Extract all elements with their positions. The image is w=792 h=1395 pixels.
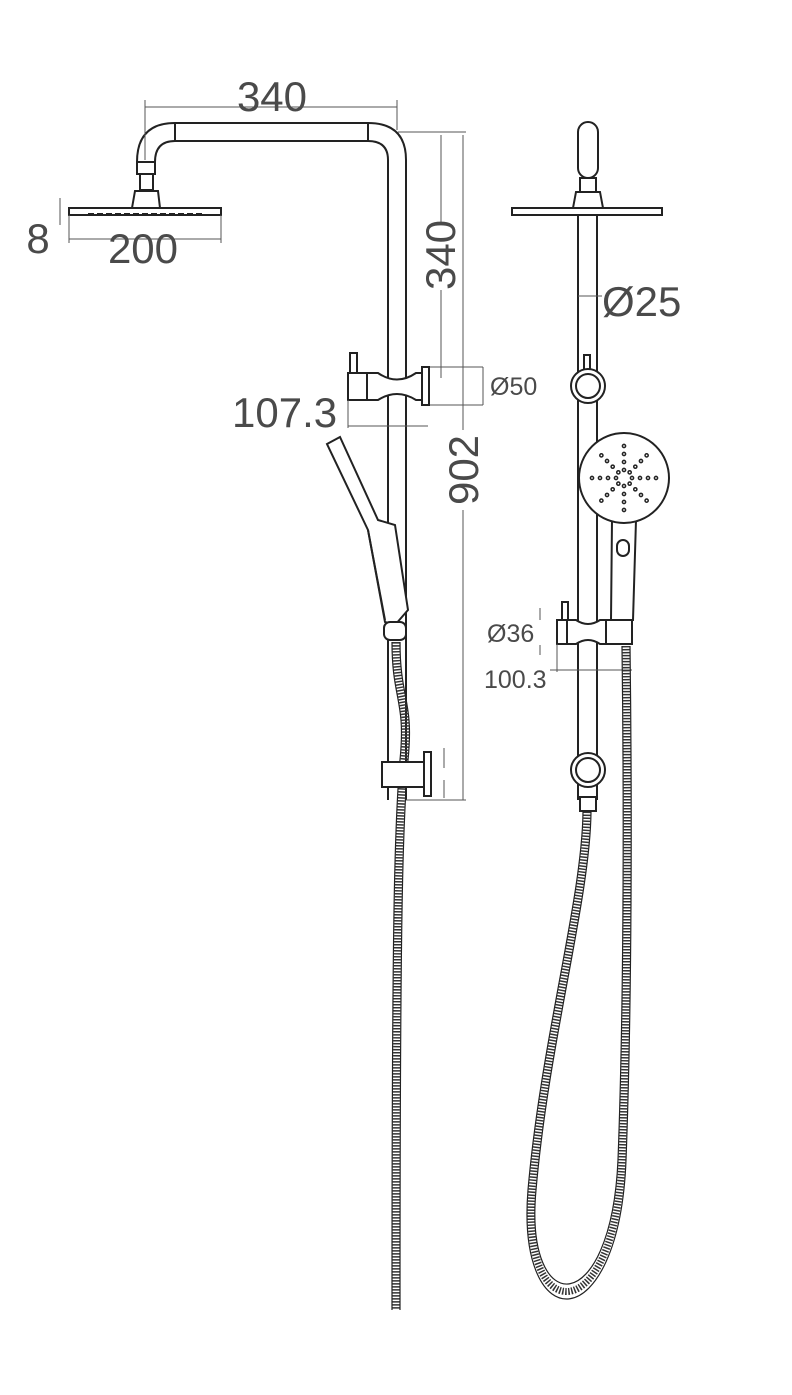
hand-shower-holder <box>556 619 633 645</box>
nozzle <box>621 491 627 497</box>
nozzle <box>604 458 610 464</box>
hose-front <box>527 645 631 1295</box>
nozzle <box>615 481 621 487</box>
hose-connector <box>579 796 597 812</box>
nozzle <box>632 464 638 470</box>
nozzle <box>613 475 619 481</box>
nozzle <box>589 475 595 481</box>
nozzle <box>621 459 627 465</box>
nozzle <box>632 486 638 492</box>
nozzle <box>621 499 627 505</box>
hand-shower-head <box>578 432 670 524</box>
arm-connector <box>136 161 156 175</box>
upper-bracket <box>347 372 429 401</box>
lower-bracket <box>381 761 427 788</box>
nozzle <box>610 464 616 470</box>
head-base <box>130 190 162 209</box>
nozzle <box>597 475 603 481</box>
hand-shower-handle <box>609 519 638 621</box>
nozzle <box>627 481 633 487</box>
dim-bracket-diameter: Ø50 <box>490 373 537 401</box>
dim-arm-length: 340 <box>237 73 307 120</box>
arm-top-front <box>577 121 599 179</box>
dim-head-width: 200 <box>108 225 178 272</box>
dim-holder-projection: 100.3 <box>484 666 547 694</box>
nozzle <box>610 486 616 492</box>
nozzle <box>637 475 643 481</box>
shower-head-front <box>511 207 663 216</box>
dim-rail-diameter: Ø25 <box>602 278 681 325</box>
dim-bracket-projection: 107.3 <box>232 389 337 436</box>
side-view: 340 8 200 340 902 Ø50 107.3 <box>26 73 537 1311</box>
nozzle <box>621 451 627 457</box>
nozzle <box>621 443 627 449</box>
nozzle <box>644 498 649 503</box>
wall-disc-lower <box>423 751 432 797</box>
nozzle <box>653 475 659 481</box>
spray-nozzles <box>589 443 659 513</box>
hose-side <box>392 641 409 1311</box>
nozzle <box>621 483 627 489</box>
nozzle <box>621 467 627 473</box>
nozzle <box>605 475 611 481</box>
dim-head-thickness: 8 <box>26 215 49 262</box>
dim-rail-height: 902 <box>440 435 487 505</box>
nozzle <box>615 469 621 475</box>
nozzle <box>599 453 604 458</box>
front-view: Ø25 Ø36 100.3 <box>484 121 681 1300</box>
nozzle <box>599 498 604 503</box>
dim-holder-diameter: Ø36 <box>487 620 534 648</box>
wall-disc-upper <box>421 366 430 406</box>
nozzle <box>638 492 644 498</box>
bracket-pin <box>349 352 358 374</box>
nozzle <box>645 475 651 481</box>
hand-shower-button <box>616 539 630 557</box>
nozzle <box>629 475 635 481</box>
nozzle <box>604 492 610 498</box>
dim-arm-height: 340 <box>417 220 464 290</box>
nozzle <box>644 453 649 458</box>
nozzle <box>638 458 644 464</box>
nozzle <box>627 469 633 475</box>
nozzle <box>621 507 627 513</box>
